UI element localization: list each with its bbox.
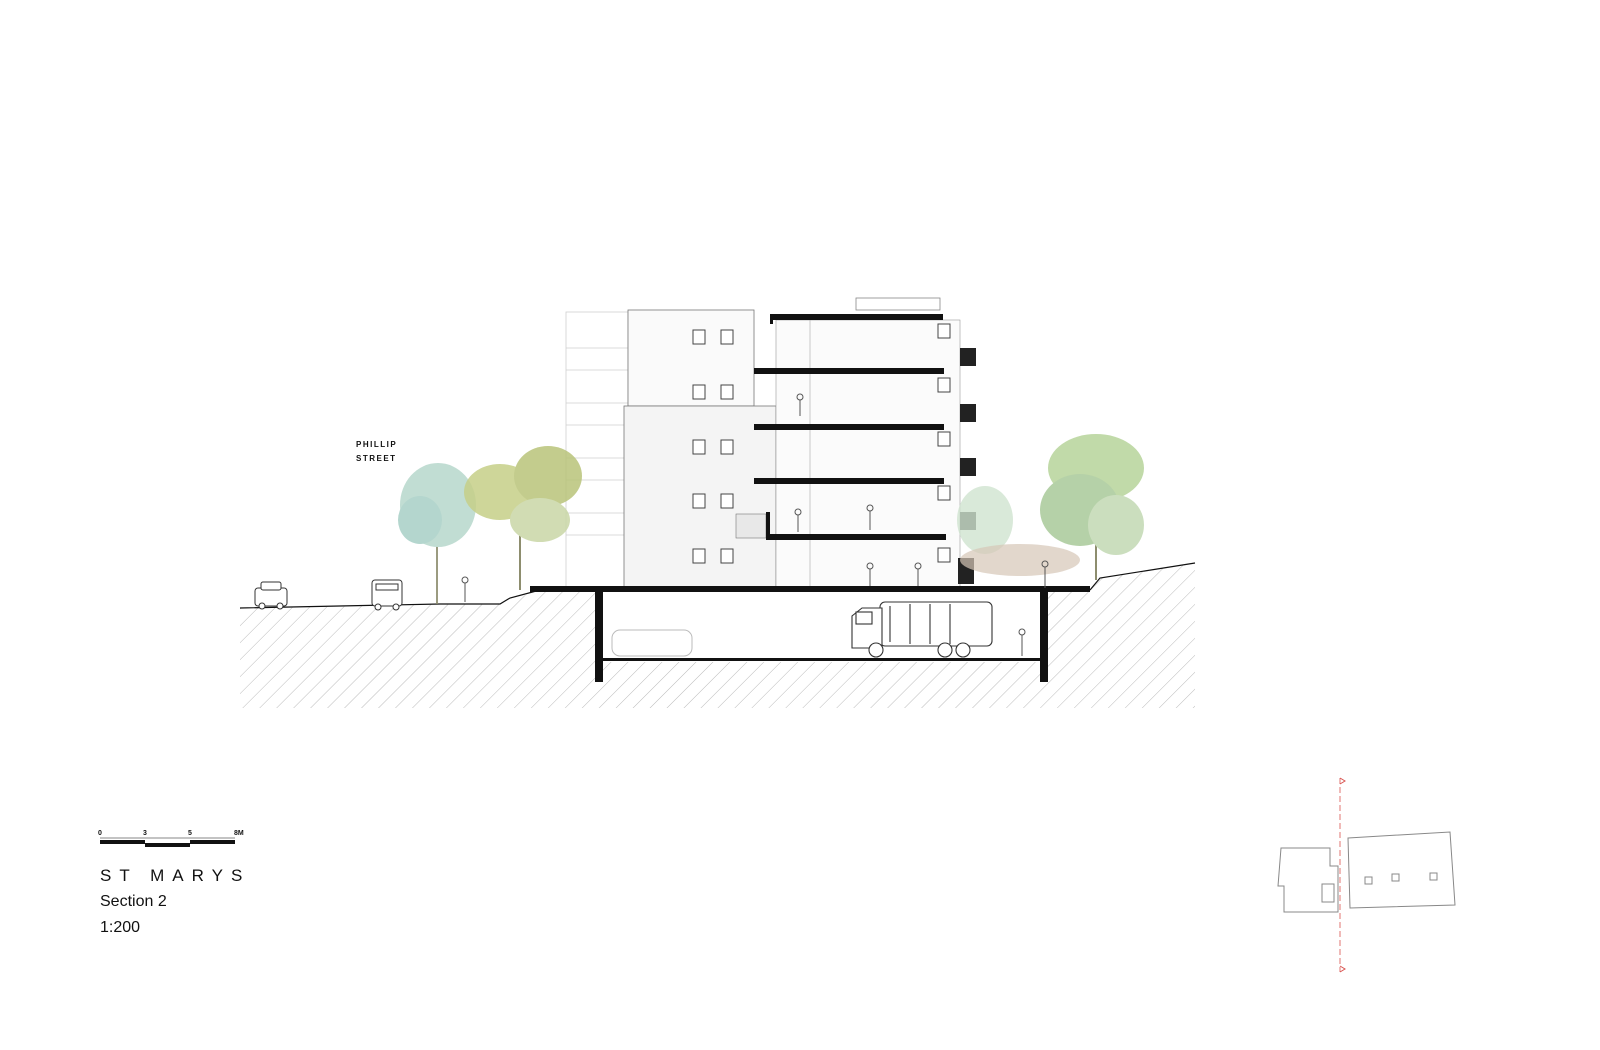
planting (960, 544, 1080, 576)
facade-windows (692, 323, 951, 564)
car-icon (611, 629, 693, 657)
car-icon (254, 581, 288, 610)
scale-tick-0: 0 (98, 830, 102, 837)
car-icon (371, 579, 403, 611)
person-icon (461, 393, 1049, 656)
key-plan-icon (1277, 777, 1456, 973)
tree-icon (464, 446, 582, 590)
sheet-title: Section 2 (100, 893, 167, 910)
tree-icon (957, 486, 1013, 554)
tree-icon (1040, 434, 1144, 580)
rear-building (565, 311, 629, 591)
garbage-truck-icon (851, 601, 993, 658)
basement-structure (530, 586, 1090, 682)
street-label-line1: PHILLIP (356, 440, 398, 449)
scale-tick-5: 5 (188, 830, 192, 837)
street-label: PHILLIP STREET (356, 438, 397, 466)
street-label-line2: STREET (356, 454, 397, 463)
scale-tick-8: 8M (234, 830, 244, 837)
scale-bar (100, 837, 235, 847)
floor-slabs (754, 314, 946, 540)
scale-tick-3: 3 (143, 830, 147, 837)
drawing-scale: 1:200 (100, 919, 141, 936)
tree-icon (398, 463, 476, 604)
project-title: ST MARYS (100, 866, 251, 885)
building-facade (623, 297, 961, 591)
